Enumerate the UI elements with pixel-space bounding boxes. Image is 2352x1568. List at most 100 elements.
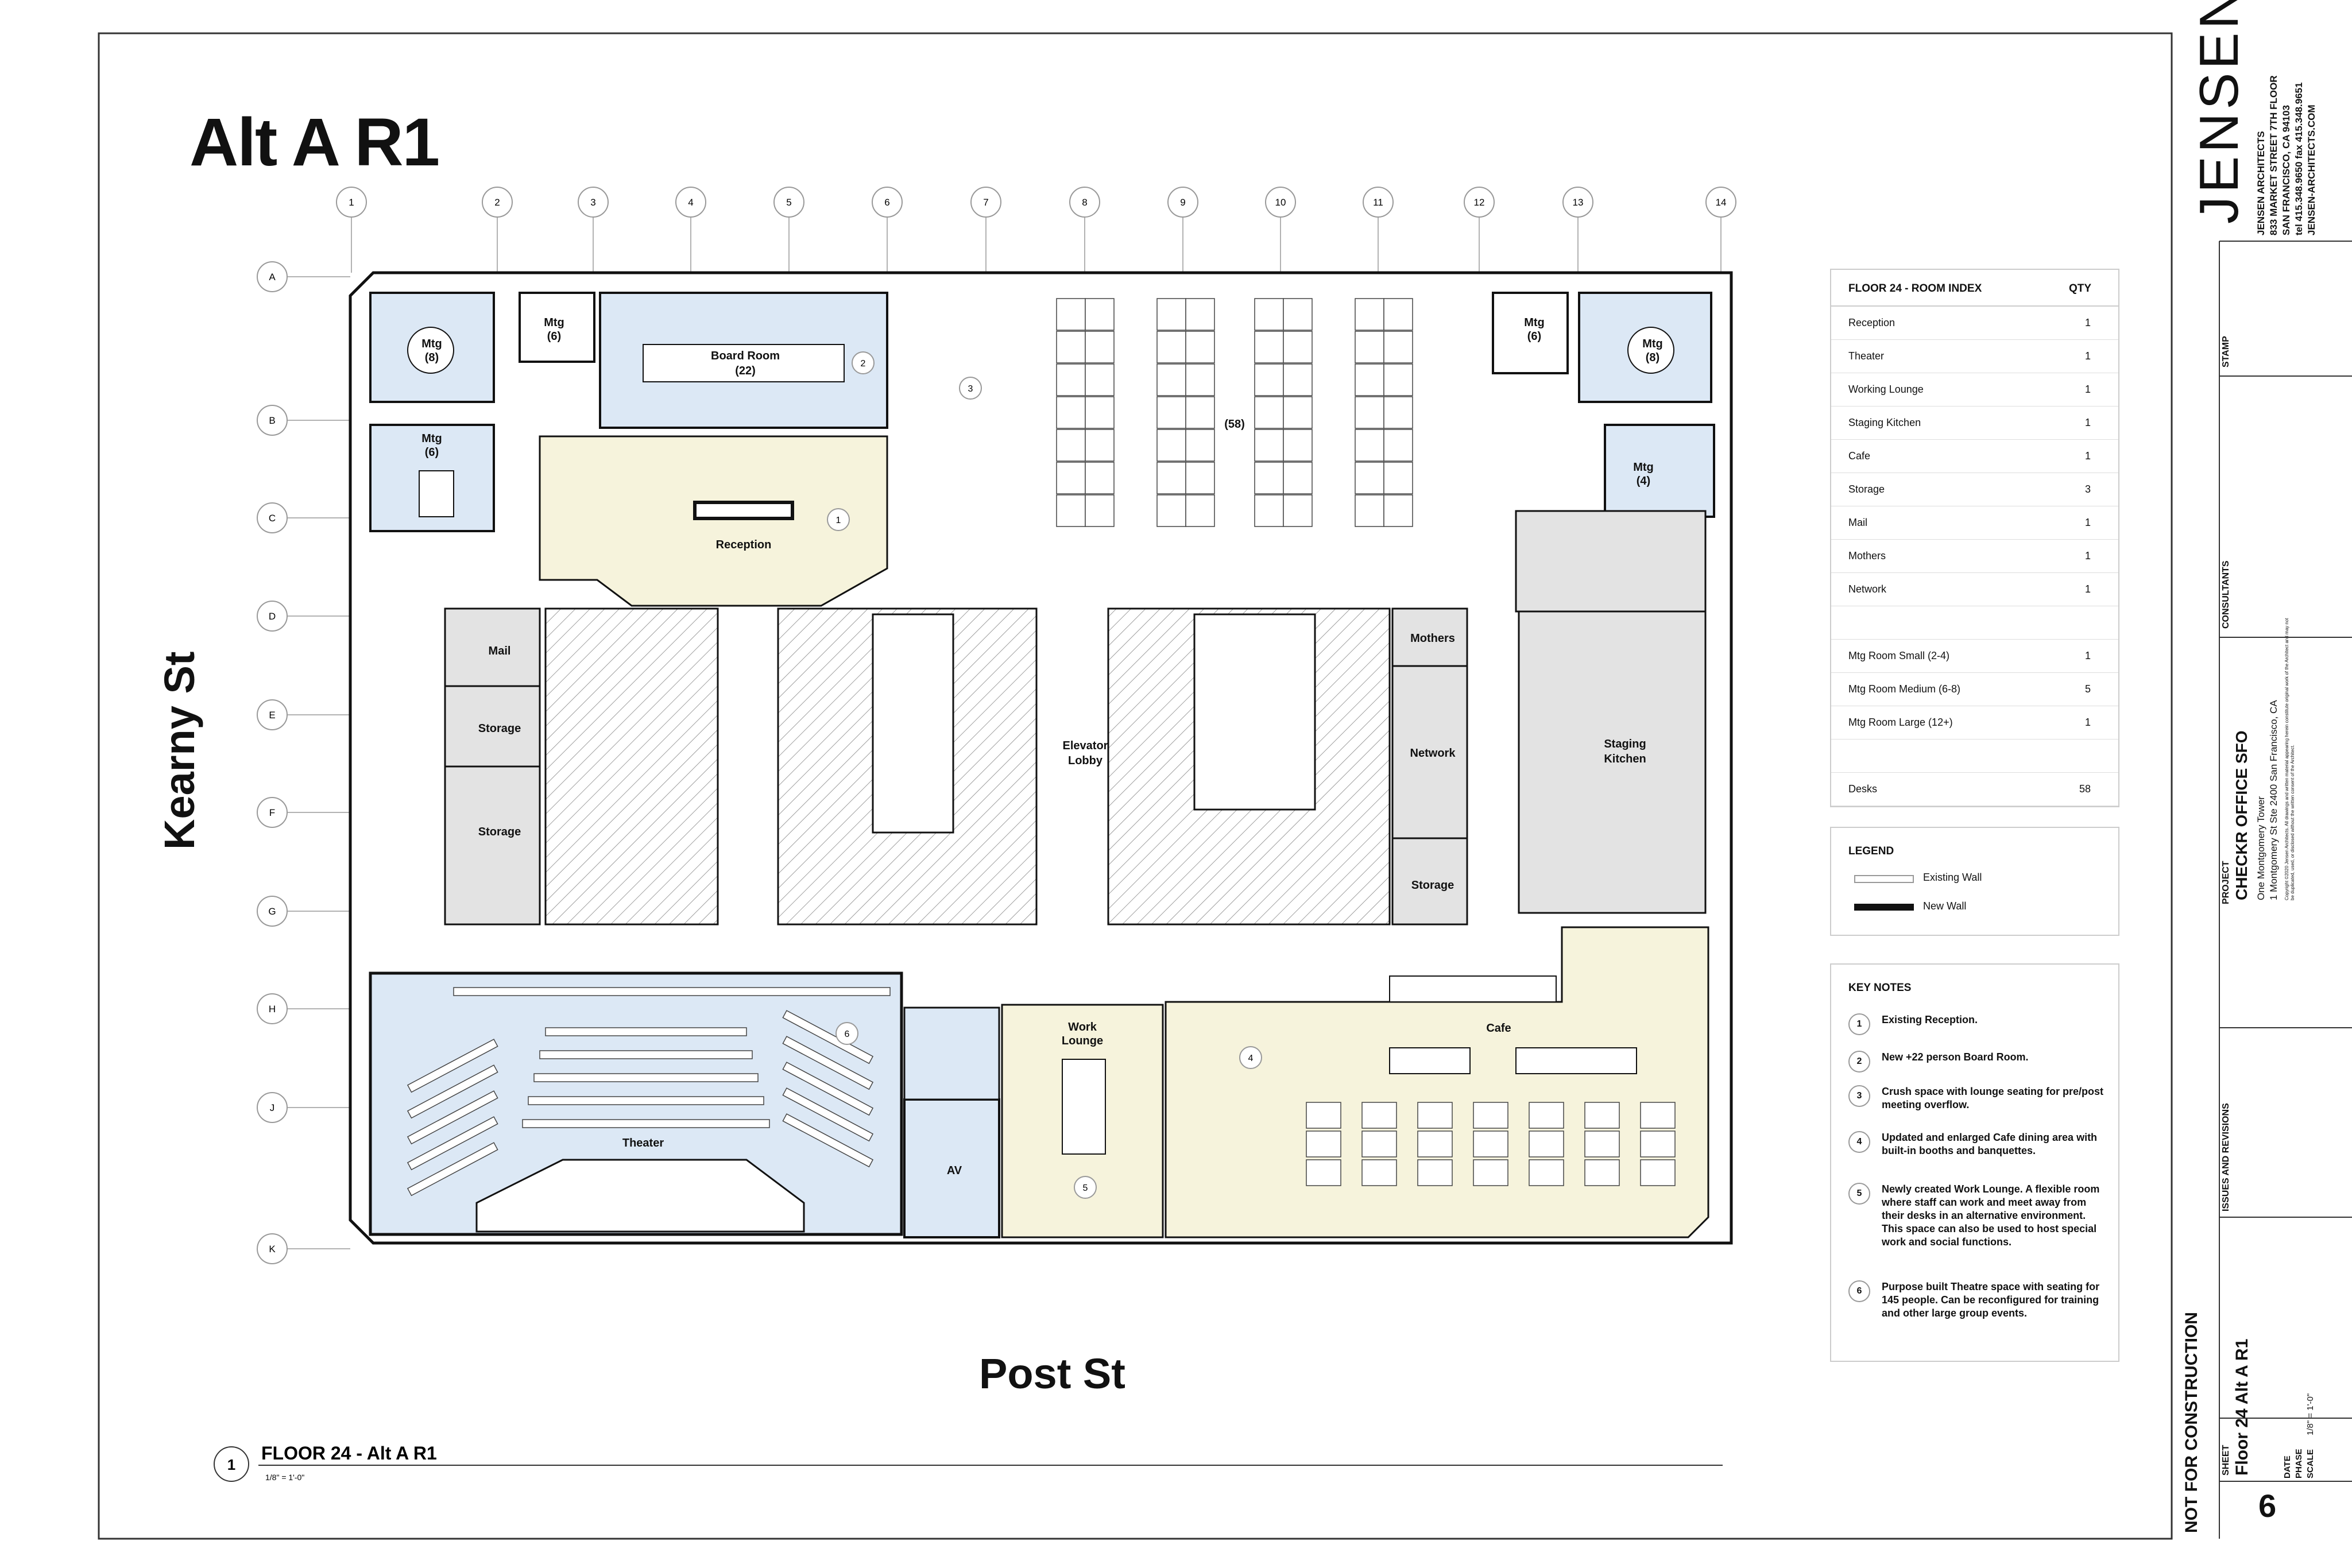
room-index-name: Network [1848, 583, 1887, 595]
room-index-title: FLOOR 24 - ROOM INDEX [1848, 282, 1982, 295]
desk [1283, 494, 1313, 527]
cafe-table [1417, 1102, 1453, 1129]
grid-column-label: 4 [688, 197, 693, 208]
seat-row [407, 1039, 498, 1093]
theater-stage [475, 1159, 805, 1233]
label-mtg-r: Mtg(4) [1633, 461, 1654, 487]
desk [1254, 396, 1284, 429]
desk [1355, 363, 1384, 396]
desk [1254, 494, 1284, 527]
desk [1085, 363, 1115, 396]
grid-column-bubble: 8 [1069, 187, 1100, 273]
seat-row [528, 1096, 764, 1105]
label-mtg-tl2: Mtg(6) [544, 316, 564, 343]
sheet-number: 6 [2258, 1488, 2277, 1524]
cafe-table [1417, 1130, 1453, 1157]
grid-column-bubble: 13 [1562, 187, 1593, 273]
drawing-caption-scale: 1/8" = 1'-0" [265, 1473, 304, 1482]
label-av: AV [947, 1164, 962, 1177]
grid-column-bubble: 2 [482, 187, 513, 273]
grid-column-label: 9 [1180, 197, 1185, 208]
seat-row [522, 1119, 770, 1128]
firm-address1: 833 MARKET STREET 7TH FLOOR [2268, 75, 2279, 235]
street-left: Kearny St [156, 651, 203, 850]
grid-column-bubble: 14 [1705, 187, 1736, 273]
room-reception [539, 435, 888, 607]
room-index-qty: 1 [2084, 317, 2091, 328]
key-note-text: Existing Reception. [1882, 1014, 1978, 1025]
room-index-qty: 58 [2079, 783, 2091, 795]
room-restrooms-right [1515, 510, 1707, 613]
grid-column-label: 10 [1275, 197, 1286, 208]
cafe-table [1473, 1130, 1508, 1157]
seat-row [407, 1116, 498, 1171]
room-tag-6: 6 [835, 1022, 858, 1045]
grid-row-label: J [270, 1102, 275, 1113]
label-open-desks: (58) [1224, 418, 1245, 431]
seat-row [782, 1010, 874, 1064]
svg-text:2: 2 [861, 359, 866, 369]
grid-row-bubble: A [257, 261, 350, 292]
grid-row-label: C [269, 513, 276, 524]
project-building: One Montgomery Tower [2256, 796, 2266, 900]
grid-column-label: 14 [1716, 197, 1727, 208]
desk [1056, 494, 1086, 527]
room-storage3 [1391, 837, 1468, 926]
room-mtg-tl2 [519, 292, 595, 363]
desk [1355, 298, 1384, 331]
grid-row-bubble: D [257, 601, 350, 632]
desk [1056, 396, 1086, 429]
sheet-label: SHEET [2221, 1445, 2231, 1476]
cafe-table [1529, 1130, 1564, 1157]
legend-existing-swatch [1854, 875, 1914, 883]
desk [1156, 494, 1186, 527]
cafe-table [1529, 1102, 1564, 1129]
legend-existing-label: Existing Wall [1923, 872, 1982, 883]
room-tag-3: 3 [959, 377, 982, 400]
desk [1283, 429, 1313, 462]
desk [1283, 331, 1313, 363]
desk [1383, 363, 1413, 396]
room-tags: 1 2 3 4 5 6 [827, 351, 1262, 1199]
svg-text:1: 1 [227, 1456, 235, 1473]
grid-column-label: 6 [884, 197, 889, 208]
firm-name: JENSEN ARCHITECTS [2256, 131, 2266, 235]
cafe-tables [1306, 1102, 1676, 1186]
desk [1383, 429, 1413, 462]
stamp-label: STAMP [2221, 336, 2231, 367]
grid-row-bubble: E [257, 699, 350, 730]
grid-column-bubble: 7 [970, 187, 1001, 273]
cafe-table [1640, 1102, 1676, 1129]
grid-column-bubble: 11 [1363, 187, 1394, 273]
grid-row-bubble: H [257, 993, 350, 1024]
desk [1056, 429, 1086, 462]
desk [1283, 298, 1313, 331]
board-room-table [643, 344, 845, 382]
mtg-tl-table [407, 327, 454, 374]
desk [1383, 494, 1413, 527]
key-note-number: 5 [1848, 1183, 1870, 1205]
project-label: PROJECT [2221, 861, 2231, 904]
scale-value: 1/8" = 1'-0" [2305, 1393, 2315, 1435]
room-tag-1: 1 [827, 508, 850, 531]
grid-column-bubble: 6 [872, 187, 903, 273]
grid-row-label: G [268, 906, 276, 917]
room-index-qty: 1 [2084, 517, 2091, 528]
seat-row [407, 1090, 498, 1145]
label-cafe: Cafe [1486, 1022, 1511, 1035]
label-mtg-tr: Mtg(8) [1642, 338, 1663, 364]
room-index-name: Cafe [1848, 450, 1871, 462]
seat-row [407, 1064, 498, 1119]
sheet-title: Alt A R1 [189, 104, 440, 180]
grid-column-bubble: 12 [1464, 187, 1495, 273]
grid-column-bubble: 1 [336, 187, 367, 273]
label-reception: Reception [716, 539, 772, 551]
legend-new-label: New Wall [1923, 900, 1967, 912]
